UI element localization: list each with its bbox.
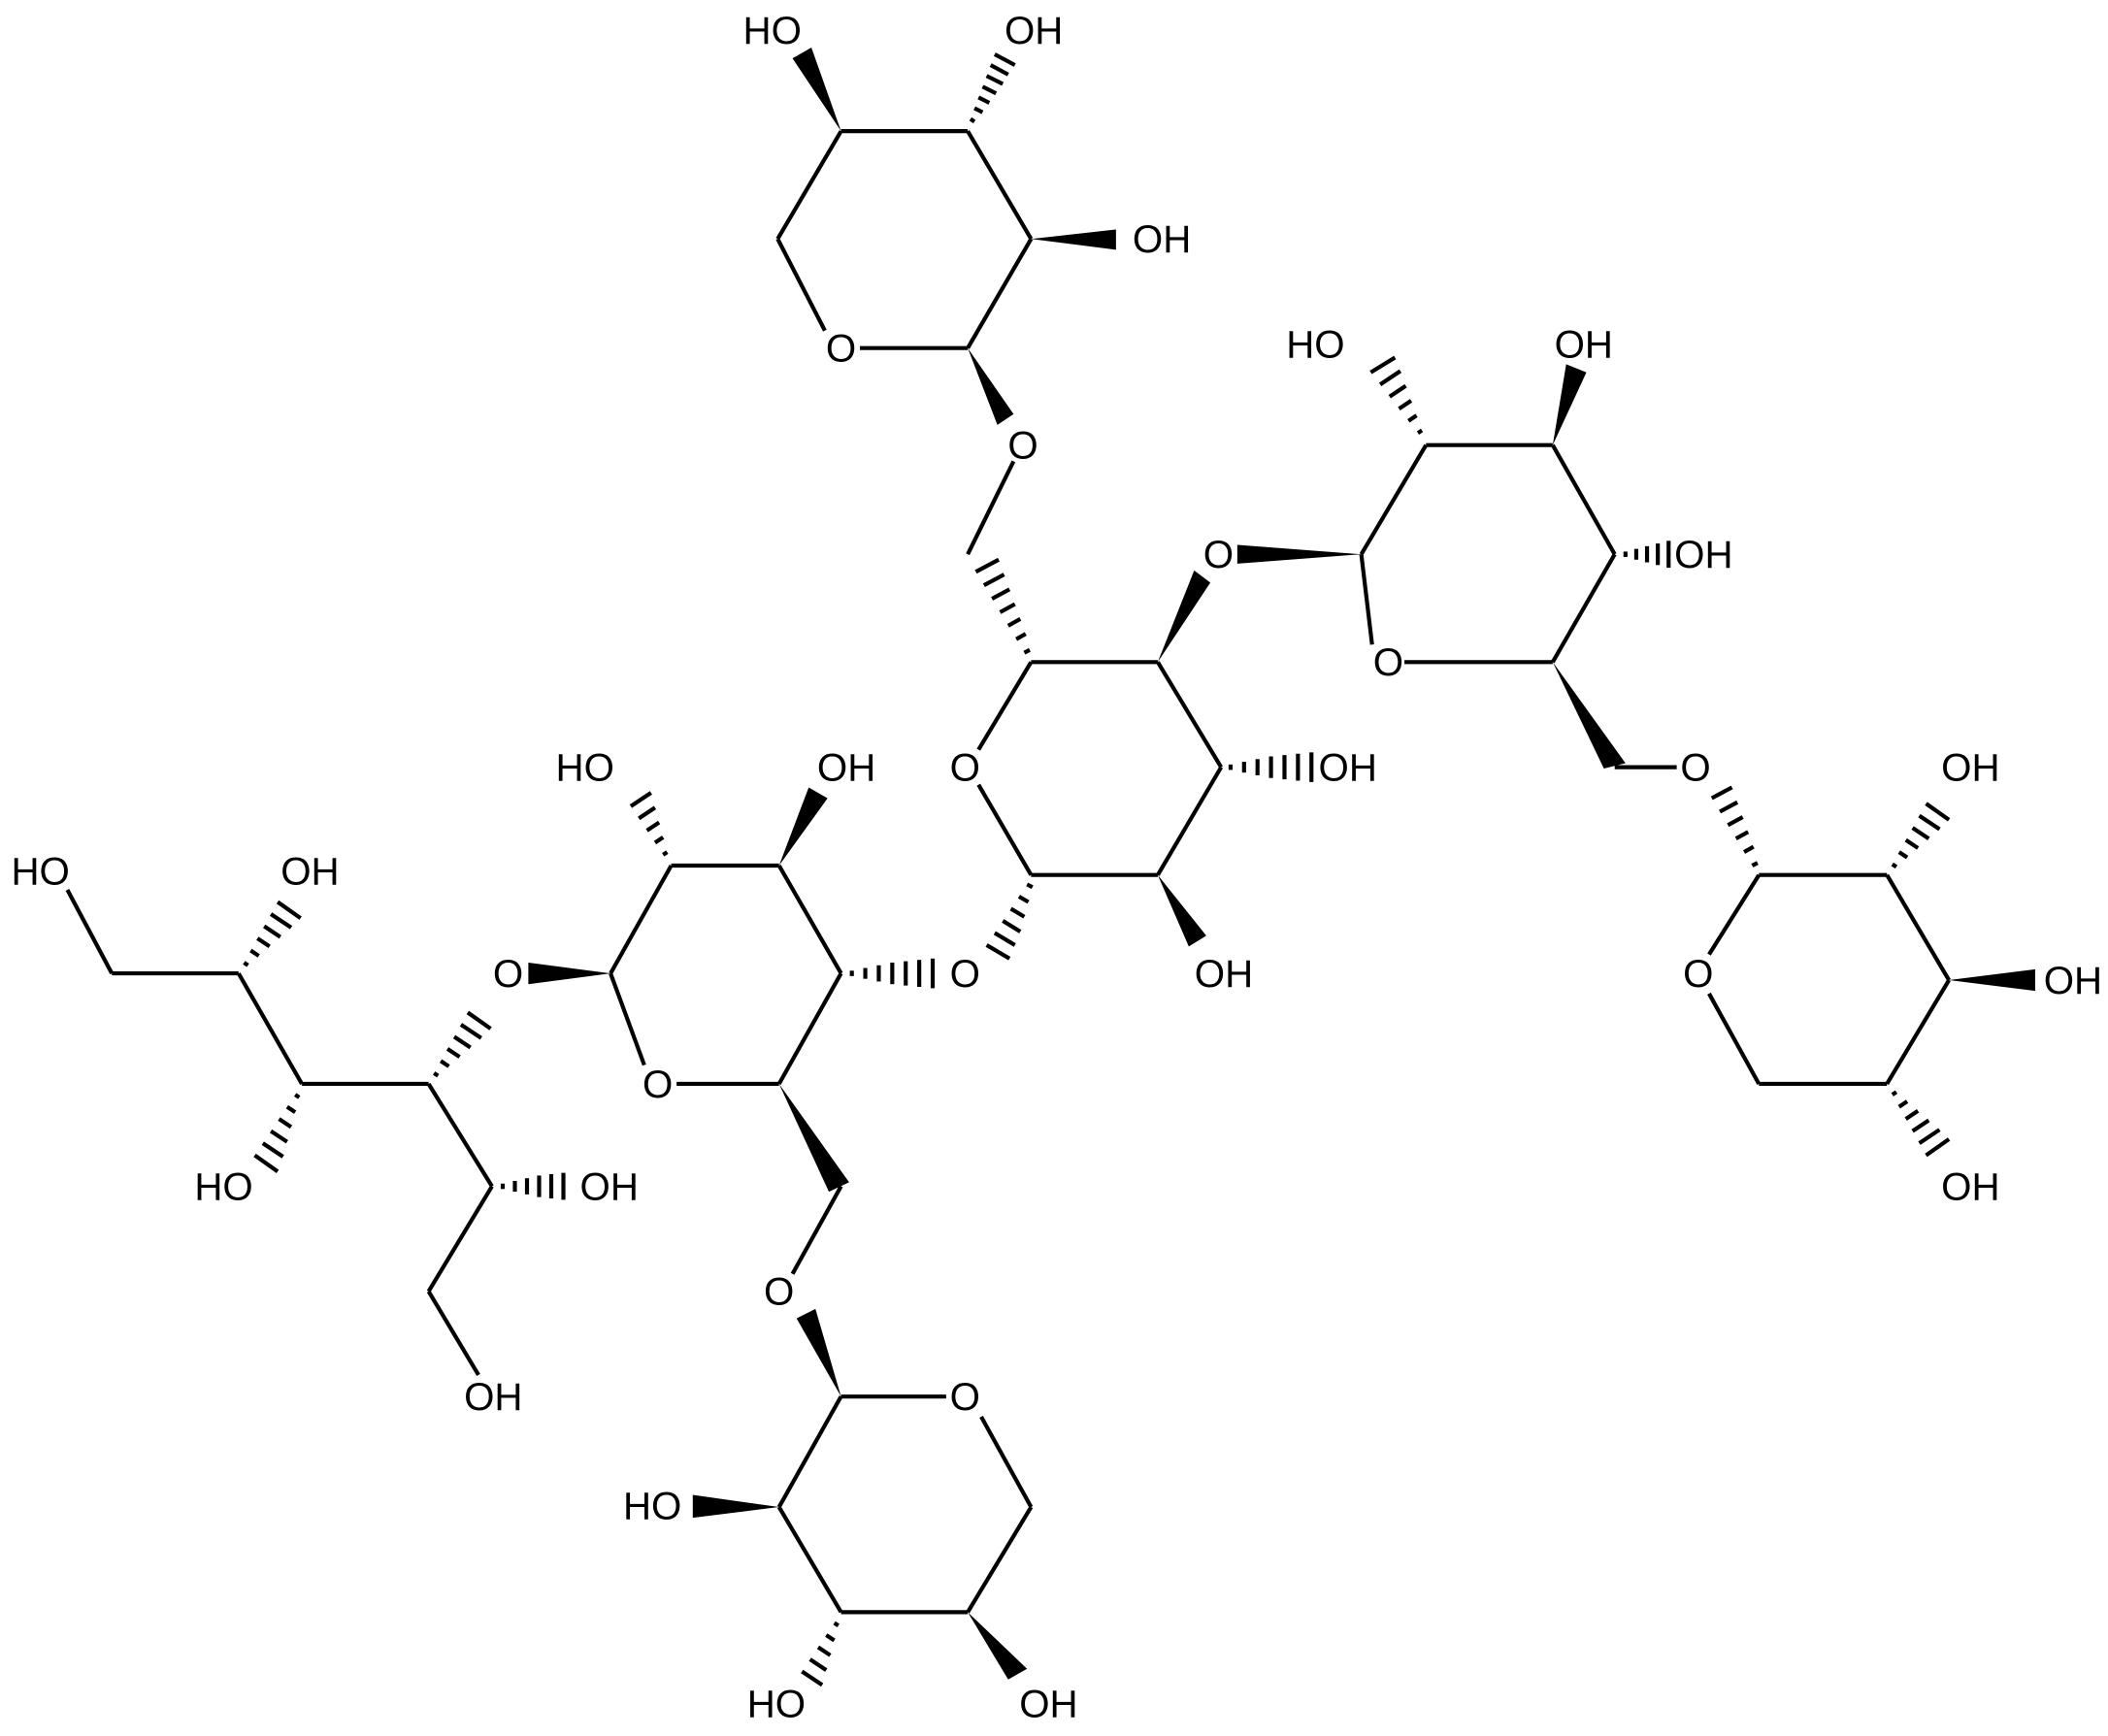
ring-f-xylose-bottom: O HO HO OH <box>623 1308 1078 1726</box>
ring-d-xylose-right: O OH OH OH <box>1683 746 2102 1209</box>
ring-oxygen-label: O <box>950 746 980 790</box>
hash-bond <box>974 557 1031 655</box>
hydroxyl-label: OH <box>280 849 339 893</box>
glycosidic-oxygen-label: O <box>950 952 980 996</box>
hash-bond <box>1369 355 1424 435</box>
ring-e-glucose-left: HO OH O O O <box>493 746 936 1314</box>
hydroxyl-label: OH <box>464 1375 522 1419</box>
glycosidic-oxygen-label: O <box>1007 424 1038 468</box>
hydroxyl-label: HO <box>1286 322 1344 366</box>
hydroxyl-label: OH <box>2044 959 2102 1002</box>
hydroxyl-label: HO <box>743 9 802 52</box>
ring-oxygen-label: O <box>642 1063 673 1106</box>
hydroxyl-label: OH <box>1133 217 1191 261</box>
hydroxyl-label: OH <box>580 1164 639 1208</box>
glycosidic-oxygen-label: O <box>764 1270 794 1314</box>
hydroxyl-label: OH <box>1019 1683 1077 1726</box>
hydroxyl-label: OH <box>1005 9 1063 52</box>
hash-bond <box>985 882 1034 961</box>
hash-bond <box>1710 785 1759 868</box>
ring-oxygen-label: O <box>1373 640 1403 684</box>
hash-bond <box>801 1621 840 1687</box>
hydroxyl-label: HO <box>623 1485 681 1528</box>
hash-bond <box>433 1010 492 1078</box>
hash-bond <box>849 958 936 989</box>
hydroxyl-label: OH <box>1195 952 1253 996</box>
glycosidic-oxygen-label: O <box>1680 746 1710 790</box>
hash-bond <box>500 1172 566 1200</box>
ring-a-xylose-top: HO OH OH O O <box>743 9 1191 556</box>
ring-oxygen-label: O <box>950 1375 980 1419</box>
ring-oxygen-label: O <box>1683 952 1713 996</box>
ring-c-glucose-upper-right: HO OH OH O O <box>1236 322 1733 790</box>
hydroxyl-label: OH <box>1674 533 1732 576</box>
hash-bond <box>1623 540 1671 569</box>
hash-bond <box>1891 802 1951 869</box>
hydroxyl-label: HO <box>556 746 614 790</box>
hash-bond <box>629 791 669 857</box>
glycosidic-oxygen-label: O <box>1203 533 1234 576</box>
hydroxyl-label: HO <box>11 849 69 893</box>
ring-oxygen-label: O <box>826 327 856 371</box>
hash-bond <box>969 52 1016 124</box>
hash-bond <box>253 1093 301 1173</box>
glucitol-chain: HO OH HO OH OH <box>11 849 638 1419</box>
hydroxyl-label: OH <box>1555 322 1613 366</box>
hydroxyl-label: OH <box>1941 746 1999 790</box>
hash-bond <box>1891 1090 1951 1158</box>
hydroxyl-label: HO <box>747 1683 806 1726</box>
glycosidic-oxygen-label: O <box>493 952 523 996</box>
hydroxyl-label: HO <box>194 1164 252 1208</box>
hash-bond <box>243 900 302 967</box>
hydroxyl-label: OH <box>1941 1164 1999 1208</box>
ring-b-glucose-central: O O OH OH O <box>950 533 1377 996</box>
hydroxyl-label: OH <box>1319 746 1377 790</box>
hash-bond <box>1228 752 1314 782</box>
hydroxyl-label: OH <box>817 746 875 790</box>
